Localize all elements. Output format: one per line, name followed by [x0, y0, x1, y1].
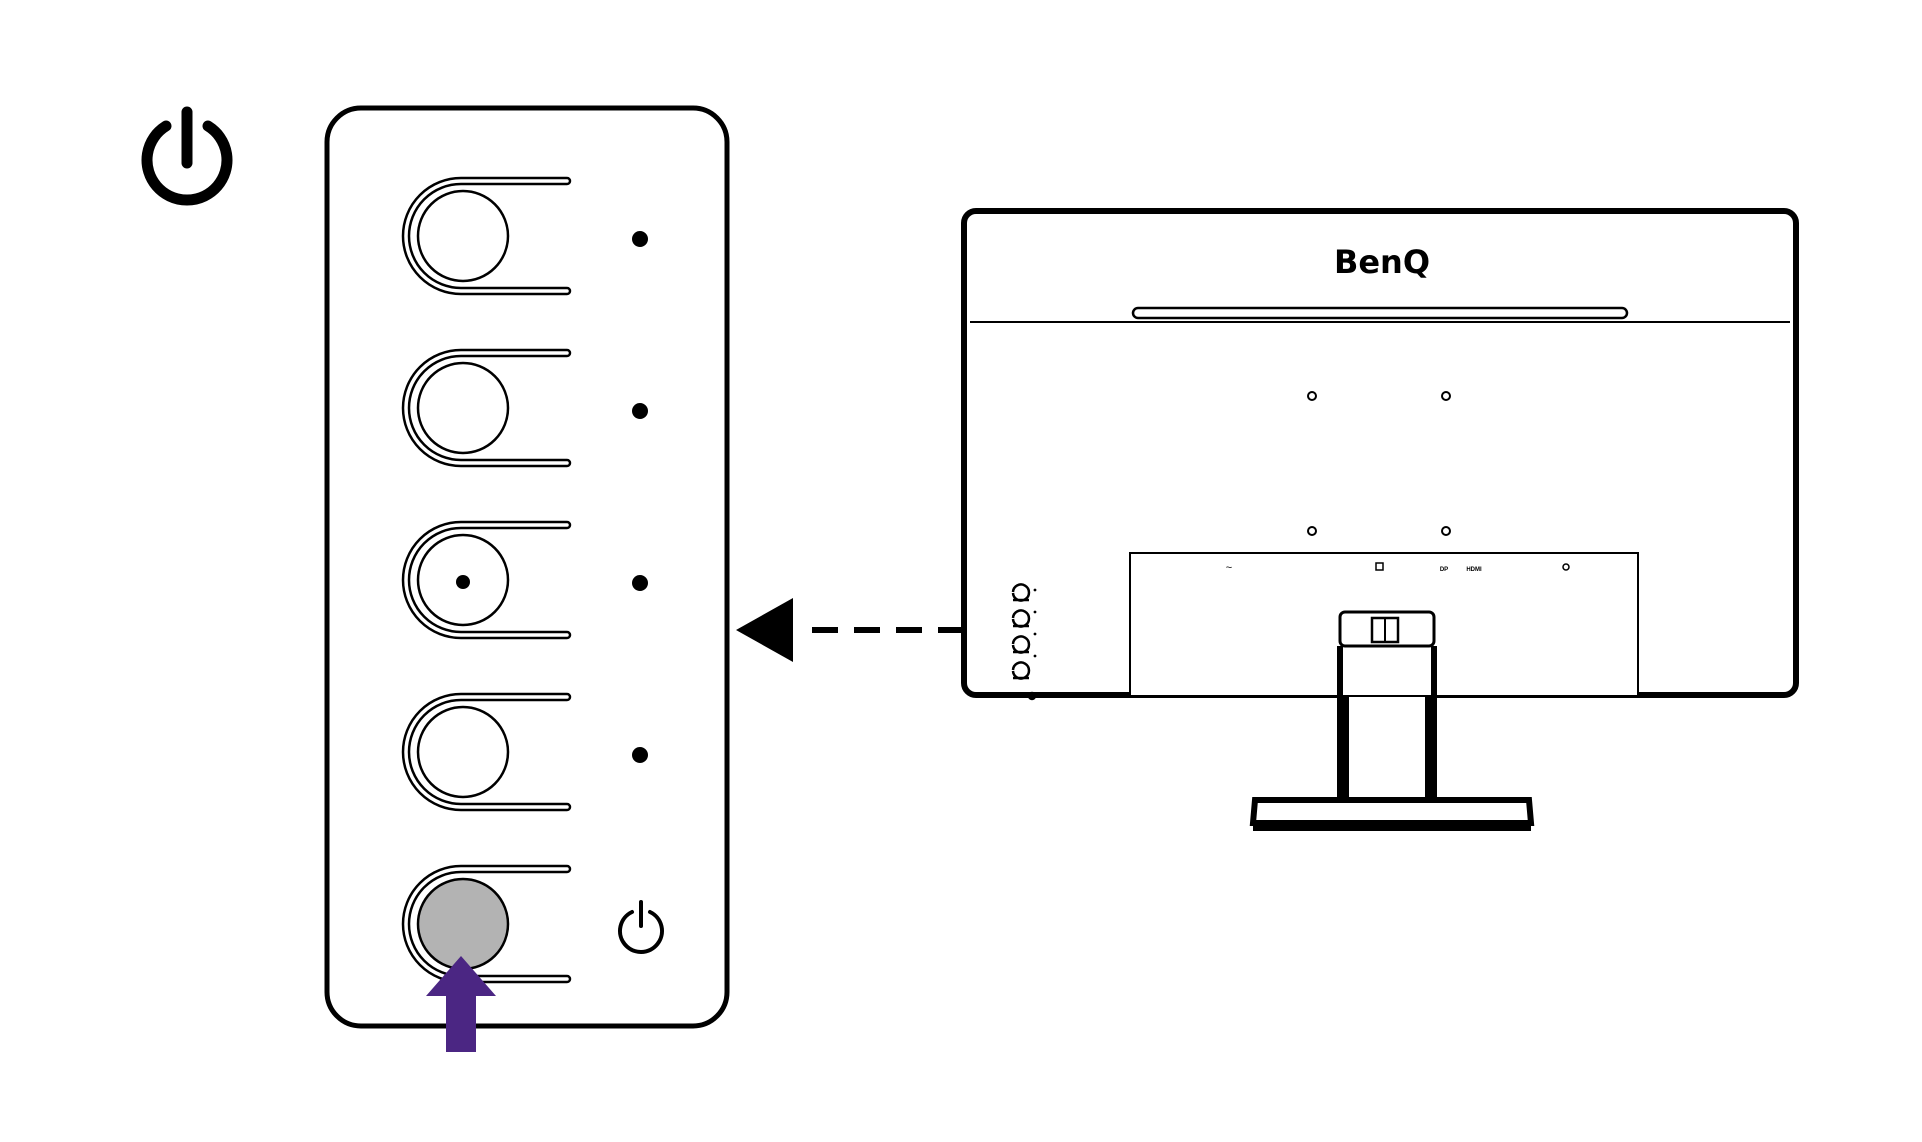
- key-housing-cap: [566, 630, 572, 640]
- key-button[interactable]: [416, 361, 510, 455]
- headphone-icon: [1562, 563, 1570, 571]
- key-housing: [401, 520, 567, 640]
- key-housing-cap: [566, 176, 572, 186]
- key-indicator-dot: [632, 747, 648, 763]
- key-button[interactable]: [416, 189, 510, 283]
- port-label-hdmi: HDMI: [1466, 567, 1482, 573]
- control-key-1[interactable]: [401, 176, 648, 296]
- power-icon: [141, 106, 233, 206]
- key-indicator-dot: [632, 575, 648, 591]
- key-housing: [401, 348, 567, 468]
- vesa-hole: [1307, 391, 1317, 401]
- key-button[interactable]: [416, 877, 510, 971]
- side-control-keys: [1011, 583, 1037, 701]
- control-key-2[interactable]: [401, 348, 648, 468]
- power-icon: [618, 900, 664, 954]
- control-keys: [401, 176, 664, 1052]
- key-housing-cap: [566, 802, 572, 812]
- monitor-stand: [1249, 610, 1535, 831]
- control-panel-frame: [324, 105, 730, 1029]
- lock-icon: [1375, 562, 1384, 571]
- vesa-hole: [1441, 391, 1451, 401]
- port-icons: ~ DP HDMI: [1226, 562, 1570, 574]
- key-housing-inner: [407, 870, 567, 978]
- arrow-left-icon: [736, 598, 995, 662]
- vesa-hole: [1307, 526, 1317, 536]
- vesa-hole: [1441, 526, 1451, 536]
- vesa-holes: [1307, 391, 1451, 536]
- key-housing: [401, 864, 567, 984]
- key-housing-cap: [566, 864, 572, 874]
- key-housing-inner: [407, 698, 567, 806]
- key-housing-cap: [566, 458, 572, 468]
- key-indicator-dot: [632, 231, 648, 247]
- key-housing: [401, 176, 567, 296]
- arrow-up-icon: [426, 956, 496, 1052]
- control-key-3[interactable]: [401, 520, 648, 640]
- key-housing-inner: [407, 182, 567, 290]
- key-housing-cap: [566, 974, 572, 984]
- brand-logo: BenQ: [1334, 243, 1430, 281]
- key-housing: [401, 692, 567, 812]
- key-button[interactable]: [416, 705, 510, 799]
- key-housing-cap: [566, 520, 572, 530]
- key-housing-cap: [566, 692, 572, 702]
- ac-power-icon: ~: [1226, 562, 1232, 574]
- power-key[interactable]: [401, 864, 664, 984]
- key-housing-cap: [566, 348, 572, 358]
- side-key-indicators: [1033, 588, 1037, 658]
- key-housing-inner: [407, 526, 567, 634]
- monitor-back: BenQ ~ DP HDMI: [961, 208, 1799, 831]
- port-label-dp: DP: [1440, 567, 1448, 573]
- control-key-4[interactable]: [401, 692, 648, 812]
- key-housing-cap: [566, 286, 572, 296]
- key-housing-inner: [407, 354, 567, 462]
- key-indicator-dot: [632, 403, 648, 419]
- key-center-dot: [456, 575, 470, 589]
